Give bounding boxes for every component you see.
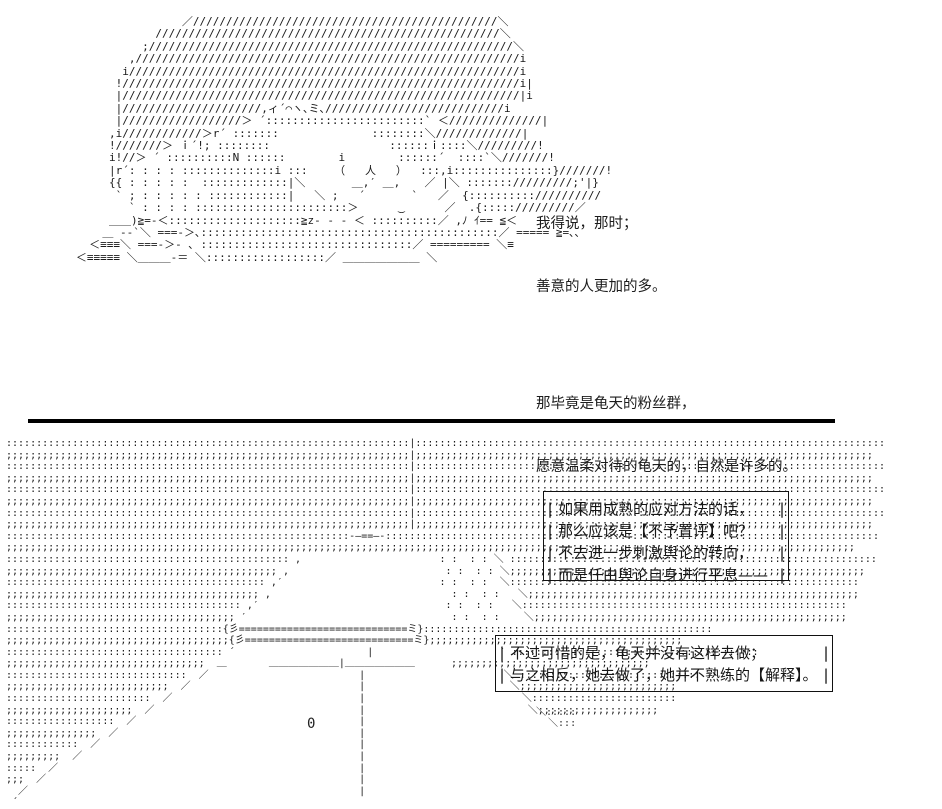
ascii-art-accent-tail: ＼::::: ＼::: (536, 707, 577, 729)
dialogue-1-right-rail: | | | | (777, 500, 787, 584)
bottom-marker: 0 (307, 716, 316, 732)
dialogue-2-left-rail: | | (497, 644, 507, 684)
dialogue-1-line-1: 如果用成熟的应对方法的话， (558, 500, 754, 518)
dialogue-box-2: | | 不过可惜的是，龟天并没有这样去做； 与之相反，她去做了，她并不熟练的【解… (495, 635, 833, 692)
narration-line-1: 我得说，那时； (536, 216, 638, 232)
dialogue-2-line-1: 不过可惜的是，龟天并没有这样去做； (510, 644, 766, 662)
dialogue-1-line-4: 而是任由舆论自身进行平息—— (558, 566, 769, 584)
dialogue-1-text: 如果用成熟的应对方法的话， 那么应该是【不予置评】吧？ 不去进一步刺激舆论的转向… (556, 498, 776, 584)
dialogue-2-right-rail: | | (821, 644, 831, 684)
ascii-art-character-body: ::::::::::::::::::::::::::::::::::::::::… (6, 438, 885, 809)
narration-line-3: 那毕竟是龟天的粉丝群， (536, 396, 696, 412)
dialogue-2-text: 不过可惜的是，龟天并没有这样去做； 与之相反，她去做了，她并不熟练的【解释】。 (508, 642, 820, 685)
scene-divider (28, 419, 835, 423)
dialogue-1-line-2: 那么应该是【不予置评】吧？ (558, 522, 754, 540)
dialogue-2-line-2: 与之相反，她去做了，她并不熟练的【解释】。 (510, 666, 818, 684)
narration-line-4: 愿意温柔对待的龟天的，自然是许多的。 (536, 459, 797, 475)
ascii-art-character-head: ／///////////////////////////////////////… (75, 15, 613, 264)
dialogue-box-1: | | | | 如果用成熟的应对方法的话， 那么应该是【不予置评】吧？ 不去进一… (543, 491, 789, 584)
dialogue-1-line-3: 不去进一步刺激舆论的转向， (558, 544, 754, 562)
narration-spacer (536, 340, 797, 352)
narration-block: 我得说，那时； 善意的人更加的多。 那毕竟是龟天的粉丝群， 愿意温柔对待的龟天的… (536, 172, 797, 499)
narration-line-2: 善意的人更加的多。 (536, 279, 667, 295)
dialogue-1-left-rail: | | | | (545, 500, 555, 584)
